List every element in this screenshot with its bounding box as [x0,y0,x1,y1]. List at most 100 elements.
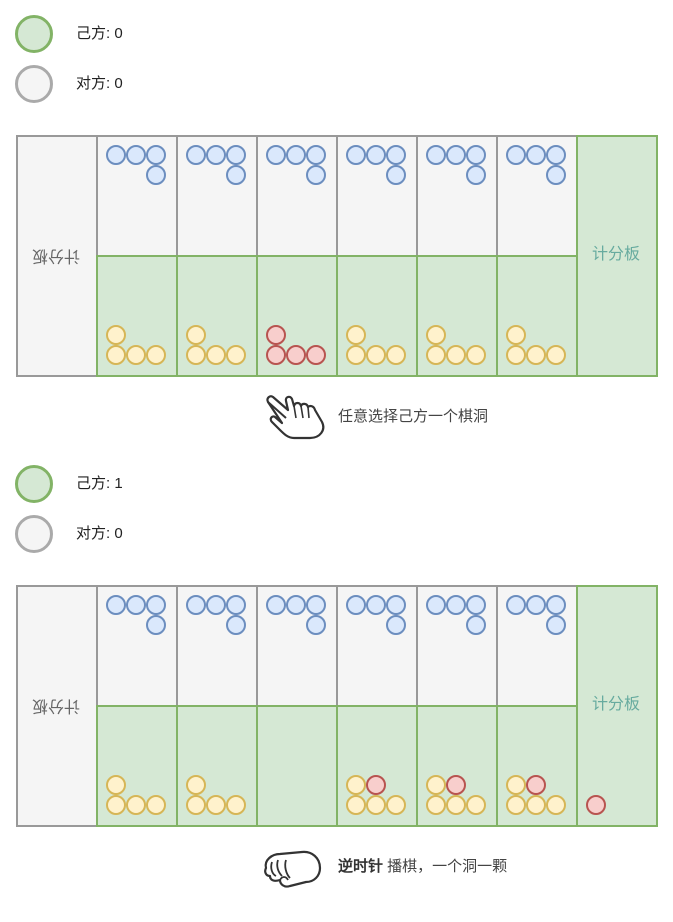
legend-opponent: 对方: 0 [15,65,215,107]
blue-stone [226,595,246,615]
blue-stone [426,595,446,615]
yellow-stone [386,345,406,365]
step-2-caption: 逆时针 播棋，一个洞一颗 [338,858,507,876]
legend-opponent: 对方: 0 [15,515,215,557]
blue-stone [106,145,126,165]
blue-stone [446,595,466,615]
yellow-stone [146,795,166,815]
blue-stone [446,145,466,165]
blue-stone [506,595,526,615]
yellow-stone [506,775,526,795]
own-store-label: 计分板 [592,696,641,713]
blue-stone [426,145,446,165]
yellow-stone [106,795,126,815]
blue-stone [546,165,566,185]
yellow-stone [126,345,146,365]
opponent-store [16,135,98,377]
yellow-stone [226,795,246,815]
blue-stone [146,595,166,615]
own-store [576,135,658,377]
yellow-stone [546,345,566,365]
blue-stone [286,595,306,615]
caption-text: 播棋，一个洞一颗 [383,858,508,875]
red-stone [266,345,286,365]
blue-stone [126,145,146,165]
blue-stone [346,145,366,165]
blue-stone [466,615,486,635]
yellow-stone [506,325,526,345]
yellow-stone [506,345,526,365]
red-stone [266,325,286,345]
blue-stone [146,145,166,165]
yellow-stone [366,795,386,815]
yellow-stone [106,775,126,795]
red-stone [526,775,546,795]
opponent-store-label: 计分板 [32,697,81,714]
opponent-score-label: 对方: 0 [76,75,123,92]
red-stone [366,775,386,795]
blue-stone [266,595,286,615]
yellow-stone [346,795,366,815]
yellow-stone [106,325,126,345]
yellow-stone [446,345,466,365]
blue-stone [466,165,486,185]
blue-stone [186,595,206,615]
caption-bold: 逆时针 [338,858,384,875]
blue-stone [506,145,526,165]
yellow-stone [126,795,146,815]
yellow-stone [366,345,386,365]
yellow-stone [426,345,446,365]
yellow-stone [386,795,406,815]
yellow-stone [466,795,486,815]
grabbing-hand-icon [260,846,324,897]
blue-stone [226,615,246,635]
yellow-stone [346,345,366,365]
opponent-swatch [15,65,53,103]
legend-own: 己方: 0 [15,15,215,57]
blue-stone [266,145,286,165]
blue-stone [306,165,326,185]
own-score-label: 己方: 0 [76,25,123,42]
blue-stone [306,595,326,615]
blue-stone [386,145,406,165]
own-score-label: 己方: 1 [76,475,123,492]
yellow-stone [346,775,366,795]
red-stone [286,345,306,365]
blue-stone [226,165,246,185]
blue-stone [106,595,126,615]
mancala-board: 计分板 计分板 [0,585,673,830]
blue-stone [386,165,406,185]
blue-stone [546,145,566,165]
blue-stone [146,615,166,635]
blue-stone [386,615,406,635]
red-stone [306,345,326,365]
step-1-caption: 任意选择己方一个棋洞 [338,408,488,426]
blue-stone [186,145,206,165]
yellow-stone [426,325,446,345]
yellow-stone [186,325,206,345]
blue-stone [206,595,226,615]
mancala-board: 计分板计分板 [0,135,673,380]
blue-stone [546,615,566,635]
blue-stone [466,145,486,165]
own-pit [256,705,338,827]
yellow-stone [506,795,526,815]
blue-stone [146,165,166,185]
blue-stone [286,145,306,165]
yellow-stone [546,795,566,815]
red-stone [446,775,466,795]
blue-stone [466,595,486,615]
blue-stone [206,145,226,165]
blue-stone [386,595,406,615]
blue-stone [226,145,246,165]
yellow-stone [426,795,446,815]
yellow-stone [206,345,226,365]
yellow-stone [226,345,246,365]
step-2: 己方: 1 对方: 0 计分板 计分板 逆时针 播棋，一个洞一颗 [0,450,673,890]
opponent-store-label: 计分板 [32,247,81,264]
caption-text: 任意选择己方一个棋洞 [338,408,489,425]
blue-stone [346,595,366,615]
legend-own: 己方: 1 [15,465,215,507]
yellow-stone [186,795,206,815]
blue-stone [546,595,566,615]
